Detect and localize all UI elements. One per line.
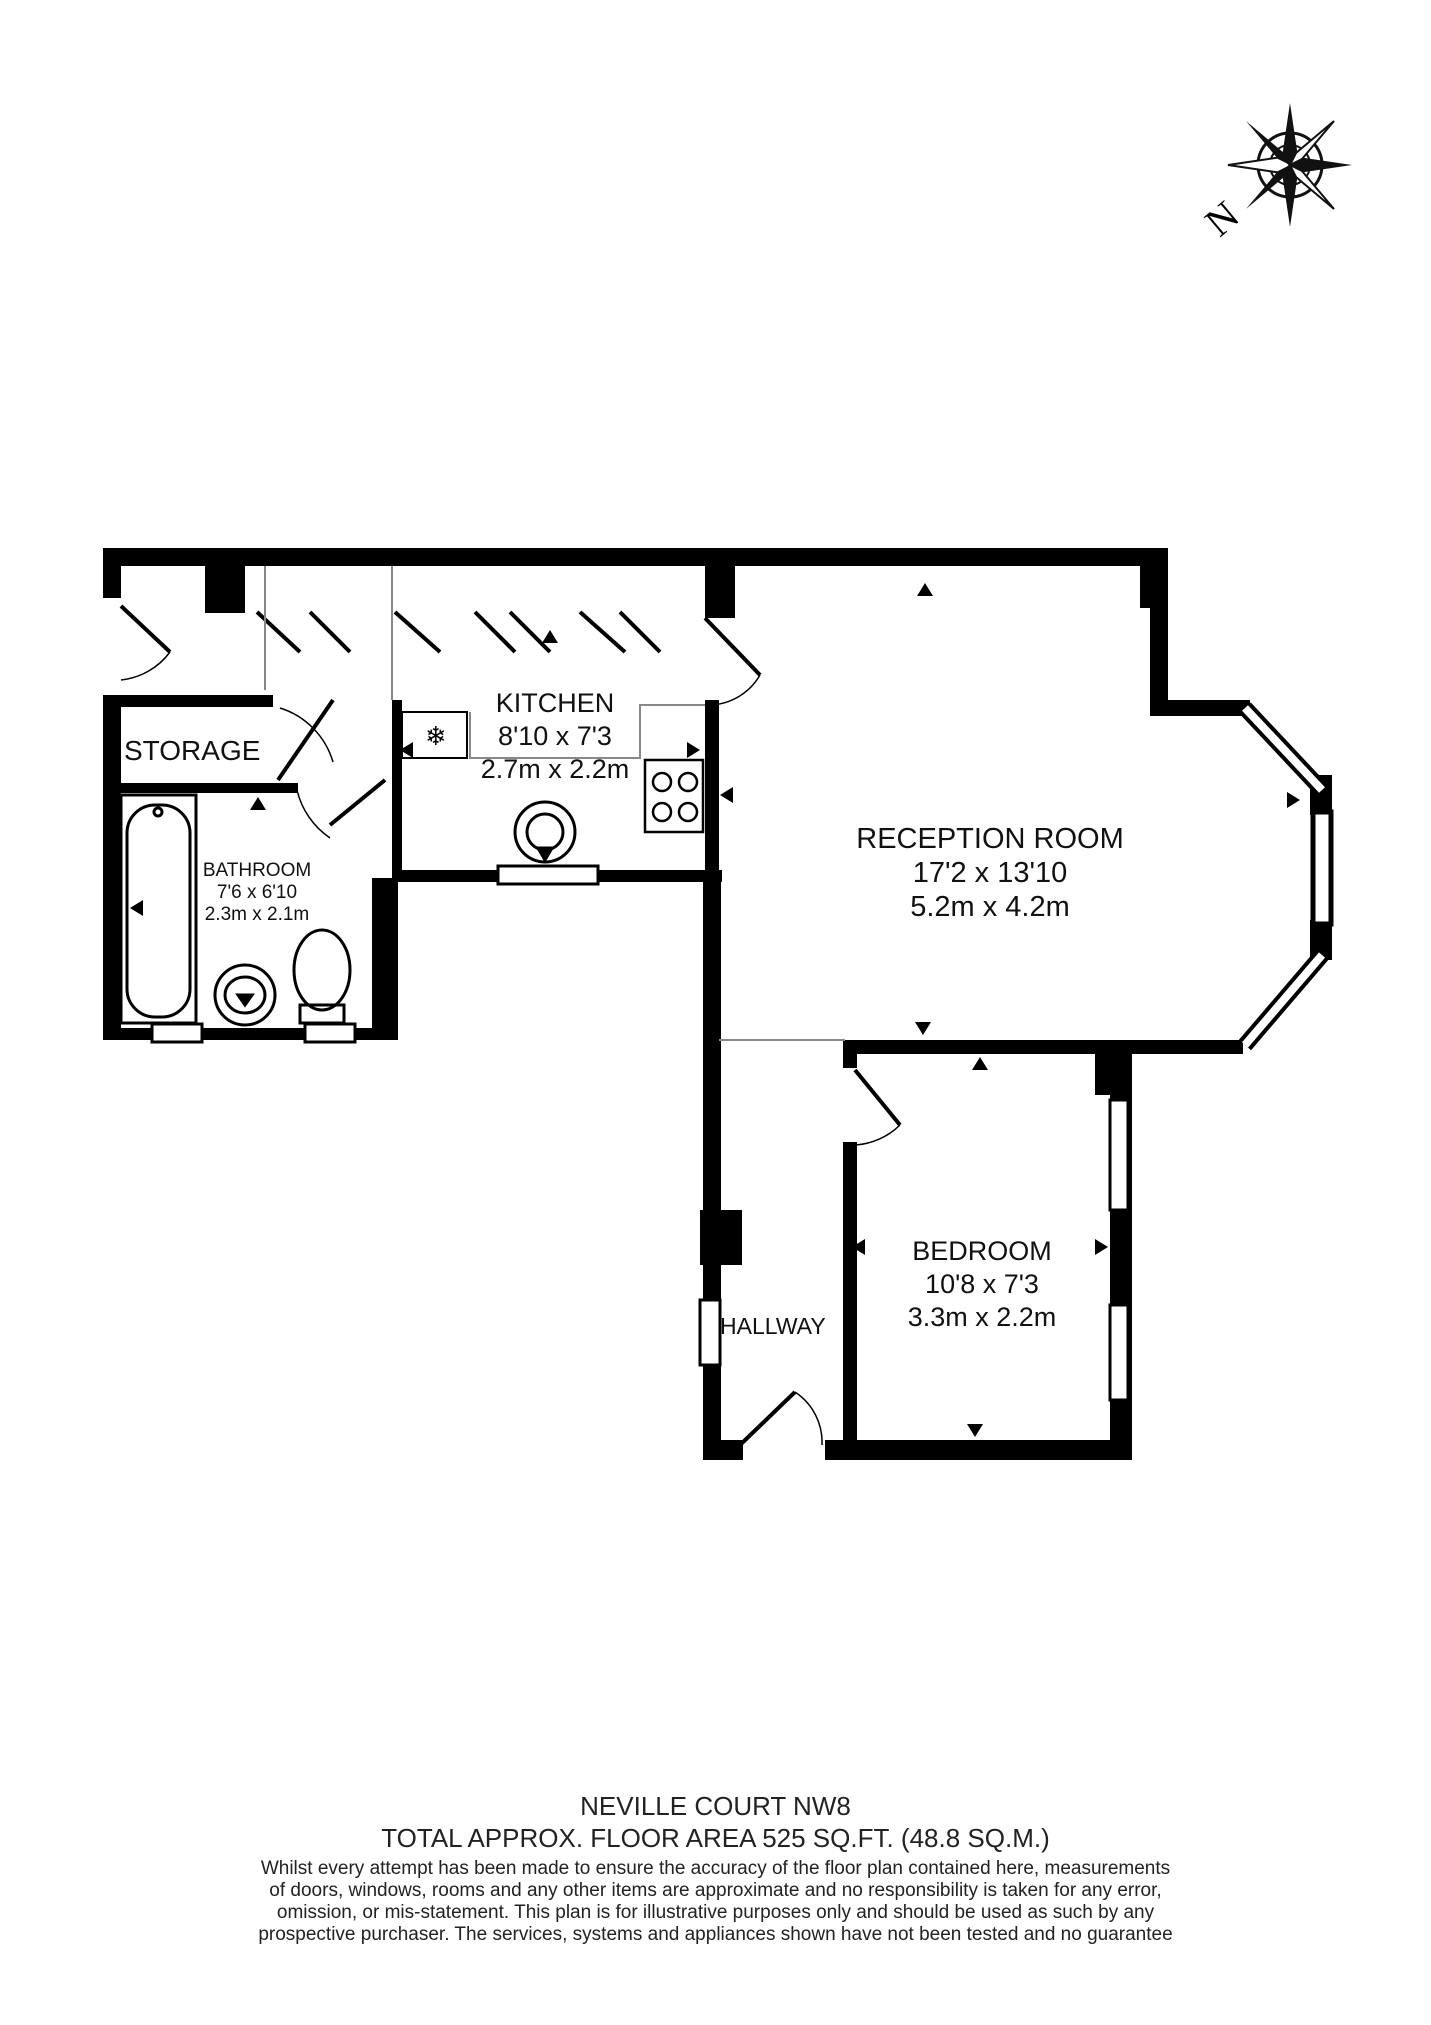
room-label-hallway: HALLWAY: [720, 1313, 826, 1339]
thin-lines: [264, 566, 845, 1041]
disclaimer: Whilst every attempt has been made to en…: [0, 1858, 1431, 1946]
room-label-reception: RECEPTION ROOM 17'2 x 13'10 5.2m x 4.2m: [856, 823, 1123, 923]
compass-north-label: N: [1196, 192, 1247, 245]
fridge-icon: ❄: [401, 711, 468, 759]
room-label-storage: STORAGE: [124, 735, 260, 766]
compass-rose-icon: [1227, 103, 1352, 227]
room-label-bathroom: BATHROOM 7'6 x 6'10 2.3m x 2.1m: [203, 860, 311, 925]
hob-icon: [643, 758, 705, 834]
room-label-kitchen: KITCHEN 8'10 x 7'3 2.7m x 2.2m: [481, 688, 630, 784]
bedroom-metric: 3.3m x 2.2m: [908, 1302, 1057, 1332]
reception-name: RECEPTION ROOM: [856, 823, 1123, 855]
reception-metric: 5.2m x 4.2m: [910, 891, 1070, 923]
doors: [119, 604, 902, 1447]
bedroom-name: BEDROOM: [912, 1236, 1052, 1266]
toilet-icon: [292, 928, 352, 1025]
disclaimer-line: omission, or mis-statement. This plan is…: [276, 1902, 1155, 1923]
kitchen-imperial: 8'10 x 7'3: [498, 721, 612, 751]
disclaimer-line: prospective purchaser. The services, sys…: [258, 1924, 1173, 1945]
total-floor-area: TOTAL APPROX. FLOOR AREA 525 SQ.FT. (48.…: [381, 1823, 1050, 1853]
bathroom-name: BATHROOM: [203, 860, 311, 881]
disclaimer-line: of doors, windows, rooms and any other i…: [269, 1880, 1162, 1901]
windows: [150, 864, 1130, 1402]
room-label-bedroom: BEDROOM 10'8 x 7'3 3.3m x 2.2m: [908, 1236, 1057, 1332]
property-address: NEVILLE COURT NW8: [580, 1791, 851, 1821]
walls: [103, 548, 1332, 1460]
plan-footer: NEVILLE COURT NW8 TOTAL APPROX. FLOOR AR…: [0, 1790, 1431, 1946]
reception-imperial: 17'2 x 13'10: [913, 857, 1068, 889]
svg-text:❄: ❄: [425, 722, 447, 752]
bedroom-imperial: 10'8 x 7'3: [925, 1269, 1039, 1299]
direction-arrows: [130, 583, 1300, 1437]
kitchen-name: KITCHEN: [496, 688, 615, 718]
sink-icon: [513, 800, 577, 864]
disclaimer-line: Whilst every attempt has been made to en…: [260, 1858, 1171, 1879]
bathtub-icon: [119, 793, 198, 1025]
bay-window: [1238, 702, 1334, 1051]
kitchen-metric: 2.7m x 2.2m: [481, 754, 630, 784]
bathroom-imperial: 7'6 x 6'10: [217, 882, 297, 903]
bathroom-metric: 2.3m x 2.1m: [205, 904, 310, 925]
basin-icon: [213, 963, 277, 1027]
